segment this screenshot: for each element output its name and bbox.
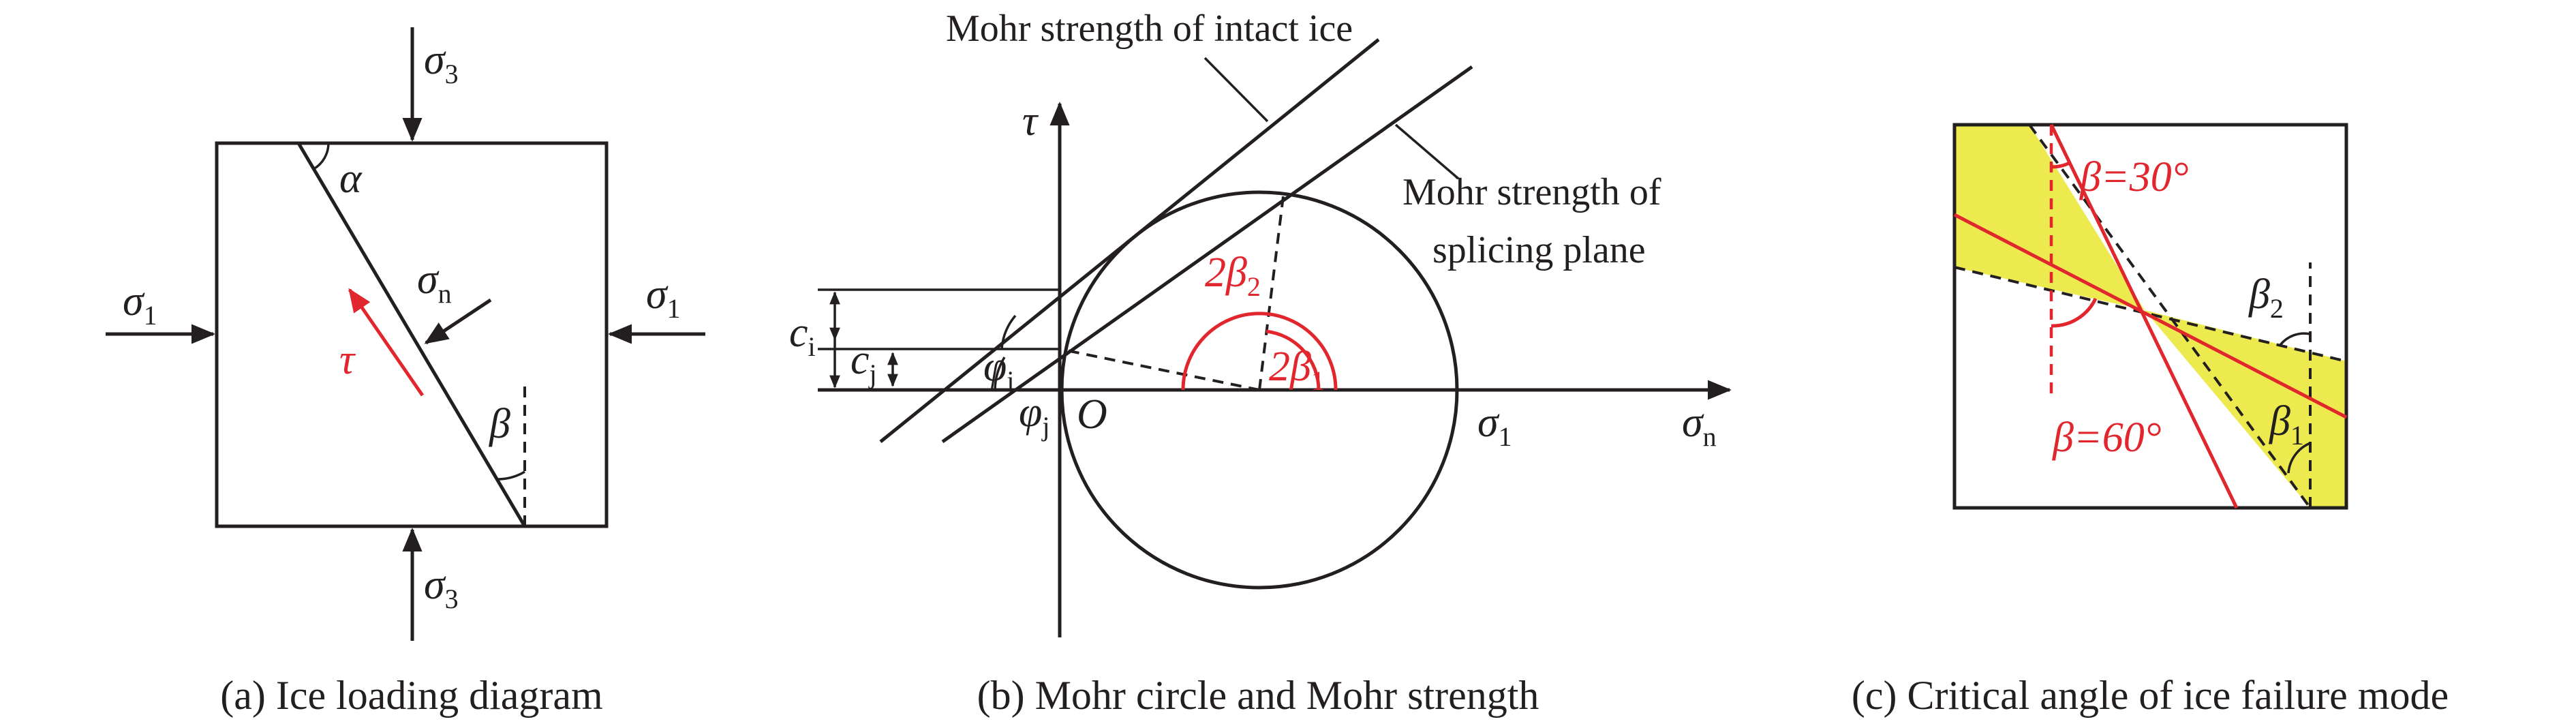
intact-ice-leader bbox=[1203, 57, 1269, 123]
phi-i-arc bbox=[1000, 314, 1017, 350]
intact-ice-envelope bbox=[879, 38, 1380, 443]
splice-label-line2: splicing plane bbox=[1432, 229, 1646, 271]
panel-b: Mohr strength of intact ice Mohr strengt… bbox=[789, 7, 1732, 718]
intact-ice-label: Mohr strength of intact ice bbox=[946, 7, 1353, 50]
phi-j-arc bbox=[994, 357, 1006, 391]
beta2-arc bbox=[2279, 332, 2311, 346]
ice-block bbox=[215, 141, 609, 528]
beta1-arc bbox=[2287, 442, 2311, 474]
beta2-label: β2 bbox=[2248, 271, 2284, 324]
panel-a: σ3 σ3 σ1 σ1 σn τ α β (a) Ice loading dia… bbox=[106, 27, 705, 718]
boundary-dashed-shallow bbox=[1954, 266, 2347, 363]
beta30-label: β=30° bbox=[2079, 154, 2189, 200]
two-beta1-arc bbox=[1266, 329, 1321, 391]
cj-label: cj bbox=[850, 337, 877, 389]
mohr-circle bbox=[1060, 190, 1459, 590]
panel-c: β=30° β=60° β2 β1 (c) Critical angle of … bbox=[1852, 123, 2449, 718]
tau-axis-label: τ bbox=[1022, 98, 1039, 145]
sigma3-top-label: σ3 bbox=[424, 37, 459, 89]
alpha-label: α bbox=[339, 155, 363, 202]
ci-label: ci bbox=[789, 309, 816, 362]
origin-label: O bbox=[1077, 391, 1107, 438]
beta30-arc bbox=[2051, 161, 2071, 169]
radius-dashed-2beta1 bbox=[1258, 196, 1285, 391]
critical-line-beta60 bbox=[1953, 213, 2348, 419]
sigma-n-axis-label: σn bbox=[1682, 399, 1717, 452]
sigma-n-label: σn bbox=[417, 256, 452, 309]
caption-a: (a) Ice loading diagram bbox=[220, 673, 602, 718]
phi-j-label: φj bbox=[1019, 389, 1049, 442]
beta60-label: β=60° bbox=[2052, 414, 2162, 461]
caption-c: (c) Critical angle of ice failure mode bbox=[1852, 673, 2449, 718]
beta60-arc bbox=[2051, 297, 2098, 328]
two-beta2-label: 2β2 bbox=[1205, 249, 1261, 302]
beta1-label: β1 bbox=[2269, 398, 2304, 451]
failure-zone-upper bbox=[1954, 125, 2145, 310]
sigma-n-arrow bbox=[424, 298, 492, 345]
failure-plane bbox=[296, 142, 527, 528]
sigma1-axis-label: σ1 bbox=[1477, 399, 1512, 452]
tau-arrow bbox=[348, 288, 425, 397]
splice-leader bbox=[1394, 123, 1460, 180]
beta-arc bbox=[496, 470, 525, 481]
caption-b: (b) Mohr circle and Mohr strength bbox=[977, 673, 1539, 718]
sigma1-right-label: σ1 bbox=[646, 271, 681, 324]
sigma3-bottom-label: σ3 bbox=[424, 562, 459, 614]
sigma1-left-label: σ1 bbox=[123, 278, 157, 331]
beta-label: β bbox=[489, 401, 510, 447]
two-beta1-label: 2β1 bbox=[1269, 344, 1325, 396]
alpha-arc bbox=[313, 142, 330, 170]
ice-sample-frame bbox=[1952, 123, 2348, 510]
splice-label-line1: Mohr strength of bbox=[1402, 171, 1661, 213]
radius-dashed-2beta2 bbox=[1059, 348, 1260, 391]
phi-i-label: φi bbox=[983, 344, 1014, 396]
boundary-dashed-steep bbox=[2028, 123, 2312, 509]
splicing-plane-envelope bbox=[941, 65, 1473, 444]
failure-zone-lower bbox=[2145, 310, 2346, 508]
critical-line-beta30 bbox=[2049, 123, 2239, 509]
tau-label: τ bbox=[339, 337, 356, 383]
two-beta2-arc bbox=[1181, 312, 1338, 391]
